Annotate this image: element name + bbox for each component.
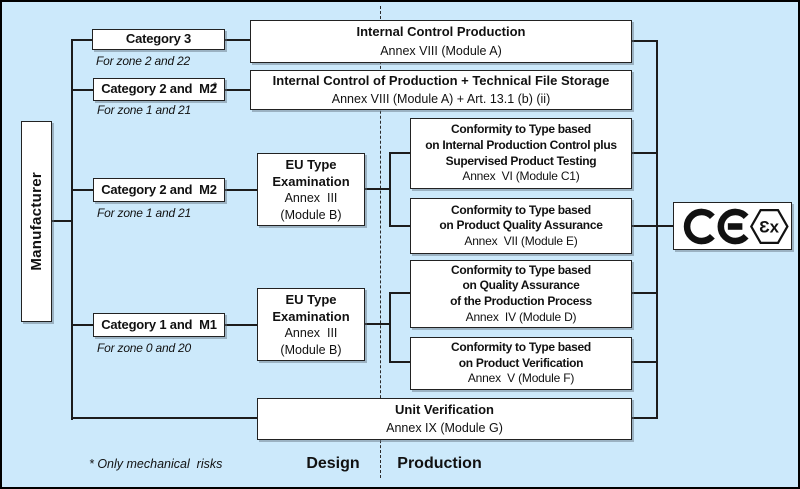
box-annex: Annex IX (Module G) <box>386 421 503 436</box>
box-annex: Annex IV (Module D) <box>465 309 577 324</box>
box-title: Examination <box>272 309 350 324</box>
box-title: on Internal Production Control plus <box>425 137 617 152</box>
category-label: Category 2 and M2 <box>101 181 217 197</box>
box-title: EU Type <box>285 291 337 307</box>
internal-control-production-box: Internal Control Production Annex VIII (… <box>250 20 632 63</box>
design-production-divider <box>380 6 381 478</box>
collector-line <box>656 40 658 419</box>
connector-line <box>224 324 258 326</box>
zone-label: For zone 0 and 20 <box>97 341 192 355</box>
connector-line <box>631 152 658 154</box>
connector-line <box>631 225 658 227</box>
box-title: Internal Control of Production + Technic… <box>272 72 610 88</box>
eu-type-examination-box-2: EU Type Examination Annex III (Module B) <box>257 288 365 361</box>
box-title: of the Production Process <box>450 294 592 308</box>
box-annex: Annex III <box>284 191 338 206</box>
box-annex: (Module B) <box>280 342 342 357</box>
zone-label: For zone 1 and 21 <box>97 103 192 117</box>
ce-ex-marking-box: Ɛx <box>673 202 792 250</box>
connector-line <box>72 89 94 91</box>
module-f-box: Conformity to Type based on Product Veri… <box>410 337 632 390</box>
box-annex: Annex V (Module F) <box>467 371 575 386</box>
connector-line <box>389 292 411 294</box>
connector-line <box>631 417 658 419</box>
ce-icon <box>683 208 749 244</box>
box-title: on Product Verification <box>458 355 584 370</box>
manufacturer-box: Manufacturer <box>21 121 52 322</box>
box-annex: (Module B) <box>280 207 342 222</box>
eu-type-examination-box-1: EU Type Examination Annex III (Module B) <box>257 153 365 226</box>
box-annex: Annex VIII (Module A) <box>380 43 502 58</box>
category-1-m1-box: Category 1 and M1 <box>93 313 225 337</box>
atex-ex-icon: Ɛx <box>749 208 789 244</box>
module-e-box: Conformity to Type based on Product Qual… <box>410 198 632 254</box>
category-label: Category 3 <box>125 31 192 47</box>
category-2-m2-star-box: Category 2 and M2 * <box>93 78 225 101</box>
connector-line <box>72 39 93 41</box>
box-title: on Quality Assurance <box>462 278 580 293</box>
manufacturer-label: Manufacturer <box>27 172 45 271</box>
box-title: Conformity to Type based <box>451 262 591 277</box>
connector-line <box>224 189 258 191</box>
box-annex: Annex VIII (Module A) + Art. 13.1 (b) (i… <box>331 92 551 107</box>
box-title: Conformity to Type based <box>451 340 591 355</box>
manufacturer-trunk-line <box>71 39 73 420</box>
connector-line <box>364 188 391 190</box>
module-c1-box: Conformity to Type based on Internal Pro… <box>410 118 632 189</box>
connector-line <box>52 220 72 222</box>
module-d-box: Conformity to Type based on Quality Assu… <box>410 260 632 328</box>
ce-ex-marking-graphic: Ɛx <box>683 208 789 244</box>
box-title: Internal Control Production <box>356 24 526 40</box>
zone-label: For zone 2 and 22 <box>96 54 191 68</box>
connector-line <box>72 417 258 419</box>
connector-line <box>389 361 411 363</box>
box-annex: Annex VI (Module C1) <box>462 169 580 184</box>
box-title: Supervised Product Testing <box>445 153 597 168</box>
connector-line <box>389 225 411 227</box>
production-label: Production <box>397 455 482 472</box>
box-title: on Product Quality Assurance <box>439 218 603 233</box>
category-label: Category 1 and M1 <box>101 316 217 332</box>
connector-line <box>224 39 251 41</box>
box-annex: Annex VII (Module E) <box>464 233 578 248</box>
box-title: Unit Verification <box>395 401 494 417</box>
unit-verification-box: Unit Verification Annex IX (Module G) <box>257 398 632 440</box>
box-title: EU Type <box>285 156 337 172</box>
category-label: Category 2 and M2 <box>101 81 217 97</box>
branch-line <box>389 292 391 363</box>
connector-line <box>72 324 94 326</box>
box-title: Conformity to Type based <box>451 202 591 217</box>
box-title: Conformity to Type based <box>451 122 591 137</box>
connector-line <box>631 292 658 294</box>
category-3-box: Category 3 <box>92 29 225 50</box>
box-annex: Annex III <box>284 326 338 341</box>
zone-label: For zone 1 and 21 <box>97 206 192 220</box>
mechanical-risks-note: * Only mechanical risks <box>89 457 223 471</box>
svg-text:Ɛx: Ɛx <box>759 217 780 236</box>
connector-line <box>389 152 411 154</box>
internal-control-file-storage-box: Internal Control of Production + Technic… <box>250 70 632 110</box>
asterisk-marker: * <box>212 81 217 93</box>
category-2-m2-box: Category 2 and M2 <box>93 178 225 202</box>
connector-line <box>224 89 251 91</box>
design-label: Design <box>306 455 360 472</box>
connector-line <box>72 189 94 191</box>
connector-line <box>364 323 391 325</box>
connector-line <box>631 361 658 363</box>
branch-line <box>389 152 391 227</box>
connector-line <box>631 40 658 42</box>
connector-line <box>656 225 674 227</box>
box-title: Examination <box>272 174 350 189</box>
